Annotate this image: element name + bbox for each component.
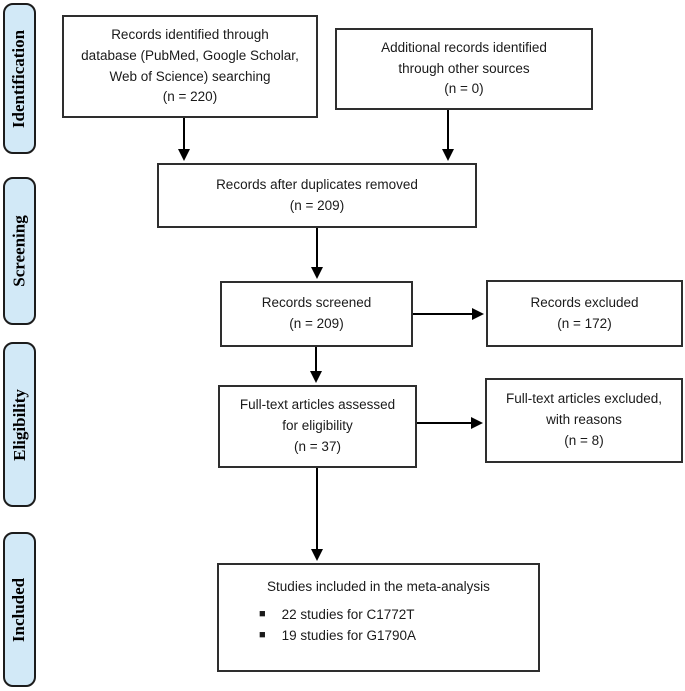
box-additional-records-text: Additional records identified through ot… <box>381 39 547 97</box>
stage-label-included: Included <box>3 532 36 687</box>
stage-label-text: Included <box>9 577 29 642</box>
list-item: ■ 22 studies for C1772T <box>259 604 538 625</box>
box-records-screened: Records screened (n = 209) <box>220 281 413 347</box>
stage-label-text: Eligibility <box>9 388 29 461</box>
box-additional-records: Additional records identified through ot… <box>335 28 593 110</box>
box-duplicates-removed: Records after duplicates removed (n = 20… <box>157 163 477 228</box>
box-fulltext-assessed: Full-text articles assessed for eligibil… <box>218 385 417 468</box>
list-item-text: 22 studies for C1772T <box>281 607 415 622</box>
box-records-identified: Records identified through database (Pub… <box>62 15 318 118</box>
box-fulltext-excluded-text: Full-text articles excluded, with reason… <box>505 391 663 448</box>
square-bullet-icon: ■ <box>259 608 266 620</box>
included-studies-list: ■ 22 studies for C1772T ■ 19 studies for… <box>219 604 538 646</box>
stage-label-text: Screening <box>9 215 29 287</box>
square-bullet-icon: ■ <box>259 629 266 641</box>
box-fulltext-assessed-text: Full-text articles assessed for eligibil… <box>239 397 396 454</box>
box-studies-included: Studies included in the meta-analysis ■ … <box>217 563 540 672</box>
stage-label-identification: Identification <box>3 3 36 154</box>
box-records-identified-text: Records identified through database (Pub… <box>81 26 299 105</box>
box-fulltext-excluded: Full-text articles excluded, with reason… <box>485 378 683 463</box>
box-records-excluded-text: Records excluded (n = 172) <box>530 294 639 331</box>
stage-label-screening: Screening <box>3 177 36 325</box>
list-item: ■ 19 studies for G1790A <box>259 625 538 646</box>
list-item-text: 19 studies for G1790A <box>281 628 416 643</box>
box-records-screened-text: Records screened (n = 209) <box>261 295 372 331</box>
box-duplicates-removed-text: Records after duplicates removed (n = 20… <box>216 176 418 213</box>
stage-label-eligibility: Eligibility <box>3 342 36 507</box>
stage-label-text: Identification <box>9 29 29 128</box>
box-records-excluded: Records excluded (n = 172) <box>486 280 683 347</box>
box-studies-included-title: Studies included in the meta-analysis <box>267 579 490 594</box>
